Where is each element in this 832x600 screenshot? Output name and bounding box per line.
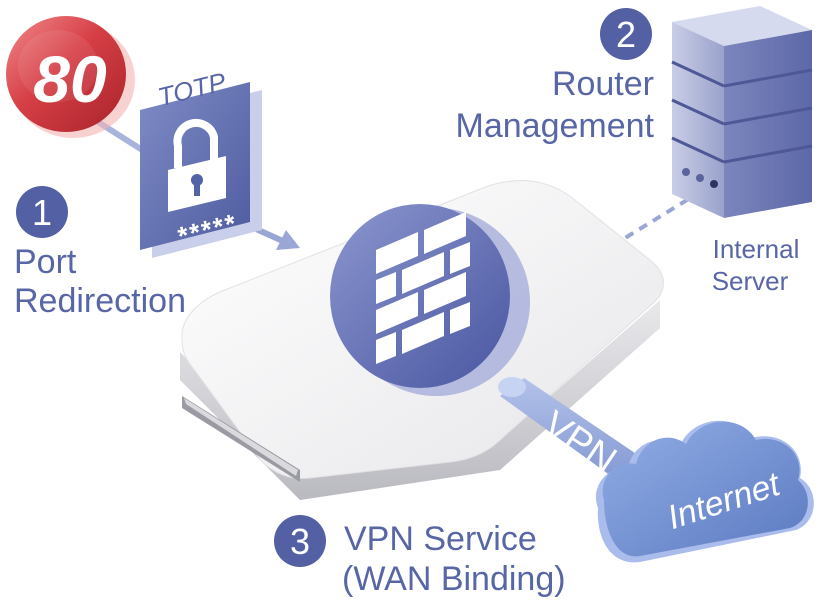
step-1-number: 1: [32, 192, 52, 233]
port-80-badge: 80: [6, 16, 135, 138]
step-2-router-management: 2 Router Management: [456, 8, 655, 145]
server-tower-icon: [671, 6, 813, 218]
step-3-line1: VPN Service: [344, 520, 537, 558]
server-label-line2: Server: [712, 266, 789, 296]
step-1-line1: Port: [14, 243, 77, 281]
step-2-line2: Management: [456, 107, 655, 145]
step-3-number-circle: [274, 515, 326, 567]
step-2-number-circle: [600, 8, 652, 60]
step-1-port-redirection: 1 Port Redirection: [14, 186, 186, 320]
step-2-line1: Router: [552, 65, 654, 103]
step-2-number: 2: [616, 14, 636, 55]
cloud-icon: Internet: [595, 420, 814, 563]
step-1-line2: Redirection: [14, 282, 186, 320]
brick-wall-icon: [376, 212, 470, 364]
server-label-line1: Internal: [713, 234, 800, 264]
step-1-number-circle: [16, 186, 68, 238]
step-3-line2: (WAN Binding): [342, 560, 566, 598]
step-3-number: 3: [290, 521, 310, 562]
router-to-server-dashed-line: [610, 190, 702, 248]
padlock-icon: [168, 118, 226, 212]
arrow-head: [276, 230, 300, 250]
firewall-shield: [330, 204, 530, 396]
totp-lock-tile: ***** TOTP: [140, 66, 262, 258]
port-80-number: 80: [33, 42, 107, 116]
step-3-vpn-service: 3 VPN Service (WAN Binding): [274, 515, 566, 598]
